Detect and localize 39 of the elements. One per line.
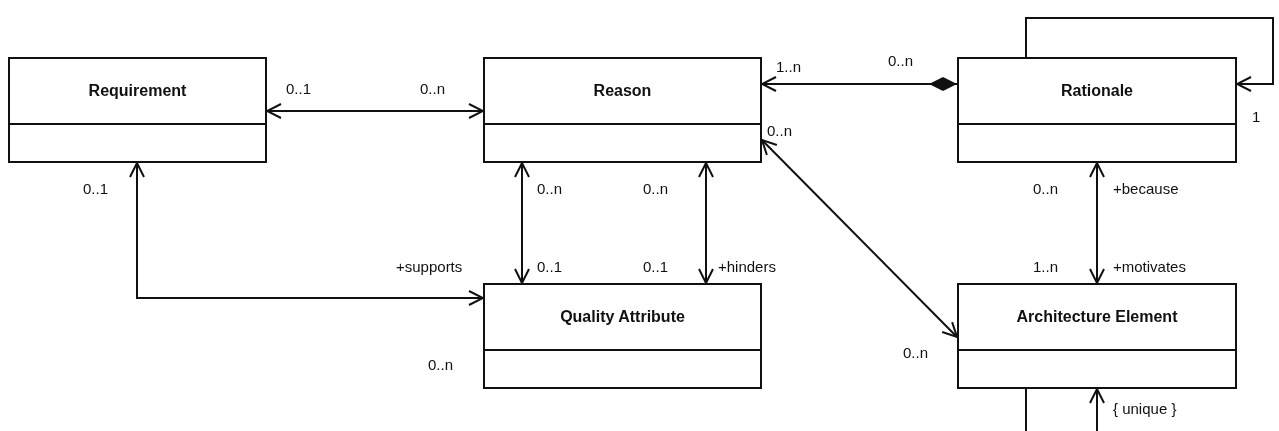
multiplicity-label: 0..n [537,180,563,198]
class-name: Rationale [1061,82,1133,100]
class-box [483,283,762,389]
role-label: +hinders [718,258,776,276]
multiplicity-label: 0..n [420,80,446,98]
multiplicity-label: 0..1 [83,180,109,198]
constraint-label: { unique } [1113,400,1177,418]
multiplicity-label: 1 [1252,108,1261,126]
class-name: Reason [593,82,652,100]
multiplicity-label: 0..1 [537,258,563,276]
association-arrow [1089,162,1105,284]
association-arrow [514,162,530,284]
multiplicity-label: 0..1 [286,80,312,98]
association-arrow [761,139,958,338]
role-label: +motivates [1113,258,1186,276]
multiplicity-label: 1..n [1033,258,1059,276]
class-box [483,57,762,163]
multiplicity-label: 1..n [776,58,802,76]
association-arrow [1025,388,1105,431]
association-arrow [761,76,958,92]
class-name: Quality Attribute [560,308,685,326]
association-arrow [266,103,484,119]
class-name: Requirement [88,82,187,100]
role-label: +supports [396,258,463,276]
multiplicity-label: 0..n [767,122,793,140]
multiplicity-label: 0..n [1033,180,1059,198]
class-box [957,57,1237,163]
multiplicity-label: 0..n [643,180,669,198]
class-box [8,57,267,163]
multiplicity-label: 0..n [903,344,929,362]
multiplicity-label: 0..1 [643,258,669,276]
role-label: +because [1113,180,1179,198]
class-name: Architecture Element [1016,308,1178,326]
association-arrow [129,162,484,306]
multiplicity-label: 0..n [888,52,914,70]
association-arrow [1025,17,1274,92]
association-arrow [698,162,714,284]
class-box [957,283,1237,389]
multiplicity-label: 0..n [428,356,454,374]
